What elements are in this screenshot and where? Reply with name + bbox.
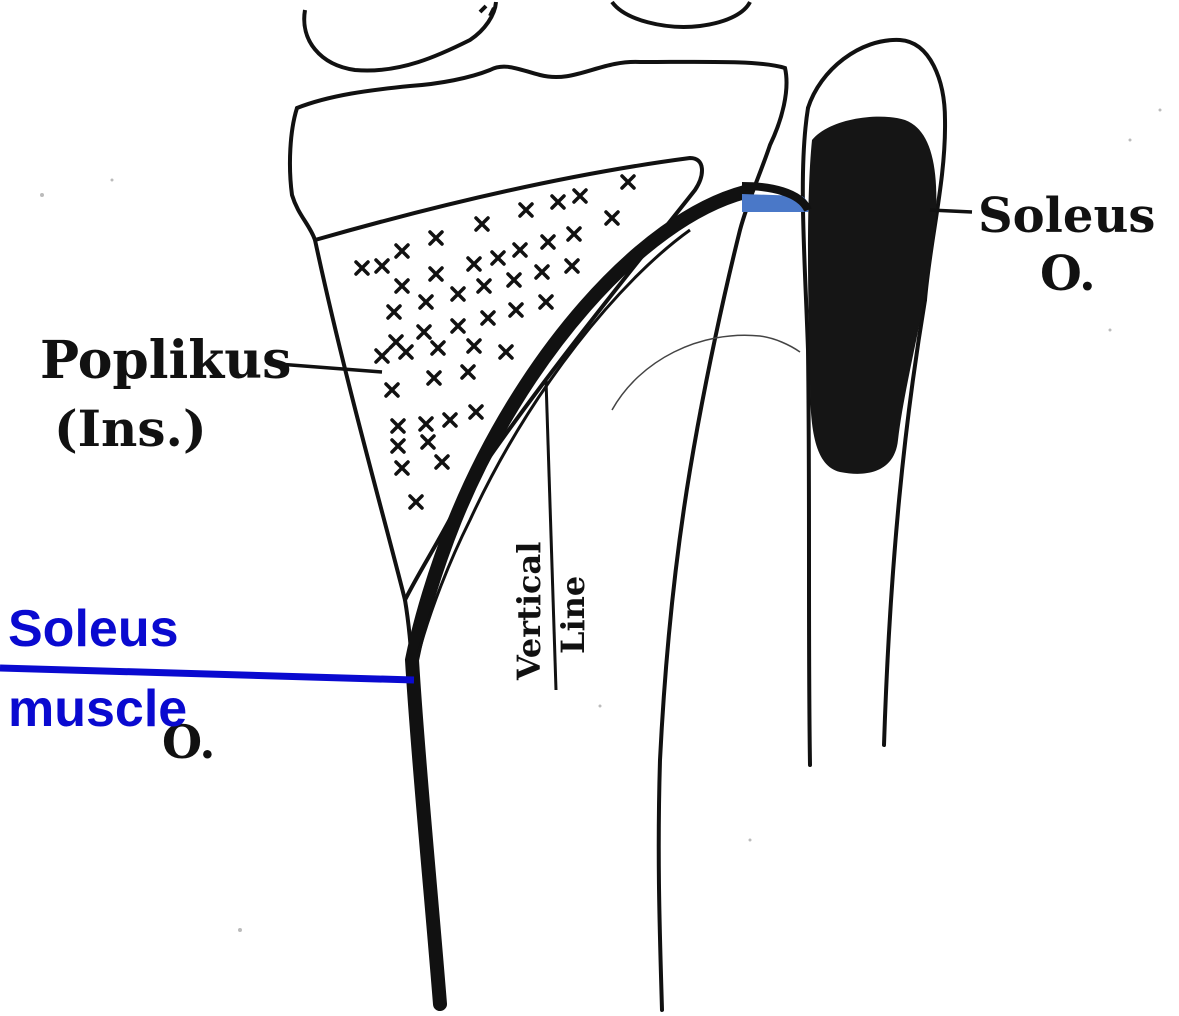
soleus-origin-label-line2: O. [1040, 246, 1096, 302]
vertical-line-label-line2: Line [554, 576, 592, 654]
soleus-origin-label-line1: Soleus [978, 188, 1155, 244]
vertical-line-label-line1: Vertical [510, 542, 548, 681]
popliteus-label-line2: (Ins.) [54, 399, 207, 458]
overlay-label-line2: muscle [8, 680, 187, 738]
overlay-label-line1: Soleus [8, 600, 179, 658]
soleus-leader-line [930, 210, 972, 212]
popliteus-label-line1: Poplikus [40, 330, 291, 391]
